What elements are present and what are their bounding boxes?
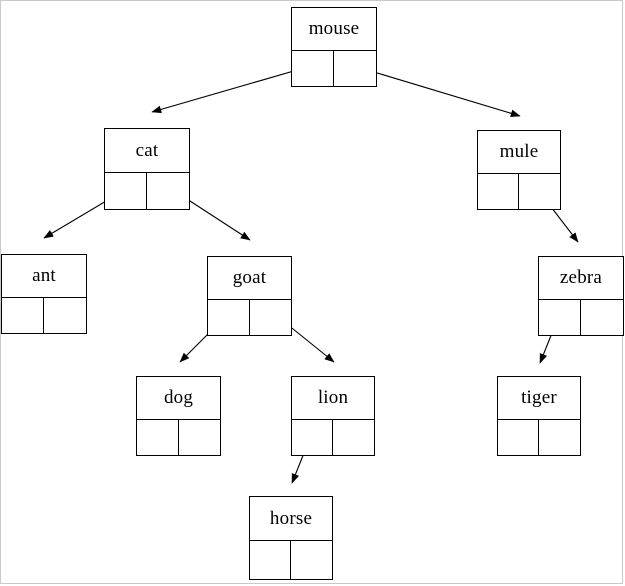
- node-right-pointer-mule[interactable]: [519, 174, 560, 209]
- node-right-pointer-ant[interactable]: [44, 298, 86, 333]
- node-right-pointer-goat[interactable]: [250, 300, 292, 335]
- node-left-pointer-dog[interactable]: [137, 420, 179, 455]
- node-pointer-cells-goat: [208, 300, 291, 335]
- node-label-cat: cat: [105, 129, 189, 173]
- node-pointer-cells-horse: [250, 541, 332, 579]
- tree-node-ant[interactable]: ant: [1, 254, 87, 334]
- node-left-pointer-lion[interactable]: [292, 420, 333, 455]
- node-left-pointer-cat[interactable]: [105, 173, 147, 209]
- node-label-ant: ant: [2, 255, 86, 298]
- node-pointer-cells-tiger: [498, 420, 580, 455]
- node-label-tiger: tiger: [498, 377, 580, 420]
- node-right-pointer-mouse[interactable]: [334, 51, 376, 86]
- node-pointer-cells-lion: [292, 420, 374, 455]
- tree-edge-mouse-to-cat: [151, 65, 312, 114]
- tree-edge-mouse-to-mule: [353, 65, 521, 118]
- tree-node-zebra[interactable]: zebra: [538, 256, 624, 336]
- node-pointer-cells-ant: [2, 298, 86, 333]
- node-pointer-cells-mouse: [292, 51, 376, 86]
- node-left-pointer-mule[interactable]: [478, 174, 519, 209]
- node-right-pointer-zebra[interactable]: [581, 300, 623, 335]
- node-right-pointer-lion[interactable]: [333, 420, 374, 455]
- node-right-pointer-cat[interactable]: [147, 173, 189, 209]
- tree-node-horse[interactable]: horse: [249, 496, 333, 580]
- node-pointer-cells-mule: [478, 174, 560, 209]
- tree-node-mule[interactable]: mule: [477, 130, 561, 210]
- node-label-zebra: zebra: [539, 257, 623, 300]
- node-left-pointer-tiger[interactable]: [498, 420, 539, 455]
- node-label-horse: horse: [250, 497, 332, 541]
- node-label-goat: goat: [208, 257, 291, 300]
- node-label-lion: lion: [292, 377, 374, 420]
- node-left-pointer-horse[interactable]: [250, 541, 291, 579]
- node-left-pointer-mouse[interactable]: [292, 51, 334, 86]
- node-label-mouse: mouse: [292, 8, 376, 51]
- tree-node-cat[interactable]: cat: [104, 128, 190, 210]
- node-pointer-cells-zebra: [539, 300, 623, 335]
- tree-node-goat[interactable]: goat: [207, 256, 292, 336]
- tree-node-dog[interactable]: dog: [136, 376, 221, 456]
- tree-node-mouse[interactable]: mouse: [291, 7, 377, 87]
- node-right-pointer-dog[interactable]: [179, 420, 221, 455]
- node-right-pointer-horse[interactable]: [291, 541, 332, 579]
- node-label-dog: dog: [137, 377, 220, 420]
- node-pointer-cells-dog: [137, 420, 220, 455]
- tree-node-tiger[interactable]: tiger: [497, 376, 581, 456]
- node-left-pointer-goat[interactable]: [208, 300, 250, 335]
- tree-node-lion[interactable]: lion: [291, 376, 375, 456]
- node-right-pointer-tiger[interactable]: [539, 420, 580, 455]
- node-label-mule: mule: [478, 131, 560, 174]
- node-pointer-cells-cat: [105, 173, 189, 209]
- node-left-pointer-ant[interactable]: [2, 298, 44, 333]
- node-left-pointer-zebra[interactable]: [539, 300, 581, 335]
